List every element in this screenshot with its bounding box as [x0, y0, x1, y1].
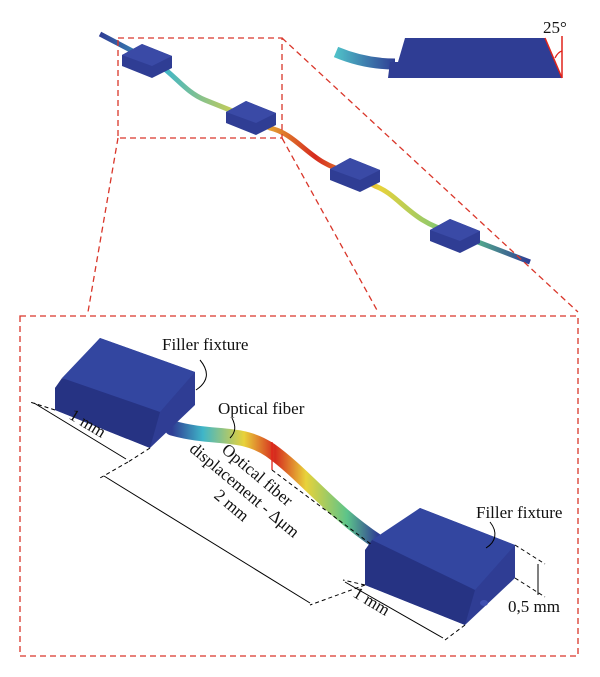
dim-span — [103, 475, 311, 604]
fiber-exit-end — [480, 600, 488, 606]
optical-fiber-inset — [333, 46, 396, 70]
fixture-right — [365, 508, 515, 625]
dim-right-extension — [342, 579, 366, 586]
detail-view: Filler fixture Optical fiber 1 mm Optica… — [29, 335, 562, 641]
side-view-inset: 25° — [333, 18, 567, 79]
fixture-block-3 — [330, 158, 380, 192]
angle-arc — [554, 50, 563, 59]
label-height: 0,5 mm — [508, 597, 560, 616]
zoom-source-box — [117, 37, 283, 139]
angle-label: 25° — [543, 18, 567, 37]
dim-left-extension — [29, 401, 56, 411]
fixture-block-4 — [430, 219, 480, 253]
fixture-side-view — [388, 38, 562, 78]
chamfer-line — [544, 37, 563, 79]
projection-line — [87, 137, 119, 313]
dim-right-extension — [444, 624, 466, 641]
projection-line — [281, 137, 379, 313]
dim-right-width — [344, 581, 444, 639]
optical-fiber-detail — [164, 420, 386, 550]
label-filler-fixture-right: Filler fixture — [476, 503, 562, 522]
projection-line — [281, 37, 579, 313]
fixture-block-1 — [122, 44, 172, 78]
dim-left-extension — [127, 447, 151, 463]
dim-span-extension — [99, 461, 129, 479]
zoom-indicator — [19, 37, 579, 657]
dim-height-extension — [514, 544, 546, 565]
dim-height-extension — [514, 577, 546, 598]
label-optical-fiber: Optical fiber — [218, 399, 305, 418]
leader-arrow-right-fixture — [485, 521, 496, 549]
fixture-block-2 — [226, 101, 276, 135]
leader-arrow-left-fixture — [195, 359, 207, 391]
leader-arrow-fiber — [229, 417, 236, 439]
label-filler-fixture-left: Filler fixture — [162, 335, 248, 354]
optical-fiber-overview — [98, 31, 531, 265]
zoom-detail-box — [19, 315, 579, 657]
fixture-left — [55, 338, 195, 448]
dim-left-width — [33, 402, 127, 460]
fixture-chain-overview — [98, 31, 531, 265]
